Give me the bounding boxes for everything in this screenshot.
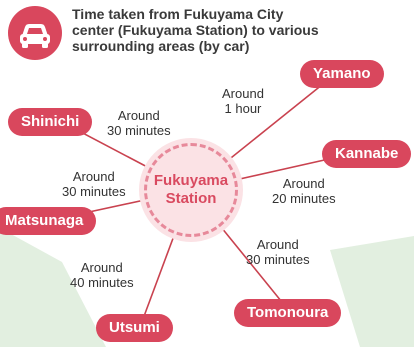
hub-fukuyama-station: Fukuyama Station — [139, 138, 243, 242]
destination-tomonoura: Tomonoura — [234, 299, 342, 327]
time-label-tomonoura-line-2: 30 minutes — [246, 252, 310, 267]
destination-yamano: Yamano — [300, 60, 384, 88]
destination-utsumi: Utsumi — [96, 314, 173, 342]
time-label-yamano: Around 1 hour — [222, 86, 264, 116]
time-label-yamano-line-2: 1 hour — [224, 101, 262, 116]
time-label-tomonoura-line-1: Around — [256, 237, 299, 252]
time-label-kannabe-line-2: 20 minutes — [272, 191, 336, 206]
destination-matsunaga: Matsunaga — [0, 207, 97, 235]
time-label-kannabe: Around 20 minutes — [272, 176, 336, 206]
title-line-3: surrounding areas (by car) — [72, 38, 250, 54]
time-label-matsunaga-line-1: Around — [72, 169, 115, 184]
time-label-utsumi: Around 40 minutes — [70, 260, 134, 290]
page-title: Time taken from Fukuyama City center (Fu… — [72, 6, 408, 54]
hub-label-line-1: Fukuyama — [153, 172, 229, 189]
hub-ring: Fukuyama Station — [144, 143, 238, 237]
destination-shinichi: Shinichi — [8, 108, 93, 136]
destination-kannabe: Kannabe — [322, 140, 412, 168]
title-line-2: center (Fukuyama Station) to various — [72, 22, 319, 38]
time-label-tomonoura: Around 30 minutes — [246, 237, 310, 267]
time-label-matsunaga-line-2: 30 minutes — [62, 184, 126, 199]
car-icon — [8, 6, 62, 60]
time-label-yamano-line-1: Around — [222, 86, 264, 101]
time-label-utsumi-line-2: 40 minutes — [70, 275, 134, 290]
time-label-kannabe-line-1: Around — [282, 176, 325, 191]
time-label-utsumi-line-1: Around — [80, 260, 123, 275]
time-label-matsunaga: Around 30 minutes — [62, 169, 126, 199]
hub-label-line-2: Station — [165, 190, 217, 207]
time-label-shinichi-line-1: Around — [117, 108, 160, 123]
time-label-shinichi-line-2: 30 minutes — [107, 123, 171, 138]
title-line-1: Time taken from Fukuyama City — [72, 6, 284, 22]
time-label-shinichi: Around 30 minutes — [107, 108, 171, 138]
